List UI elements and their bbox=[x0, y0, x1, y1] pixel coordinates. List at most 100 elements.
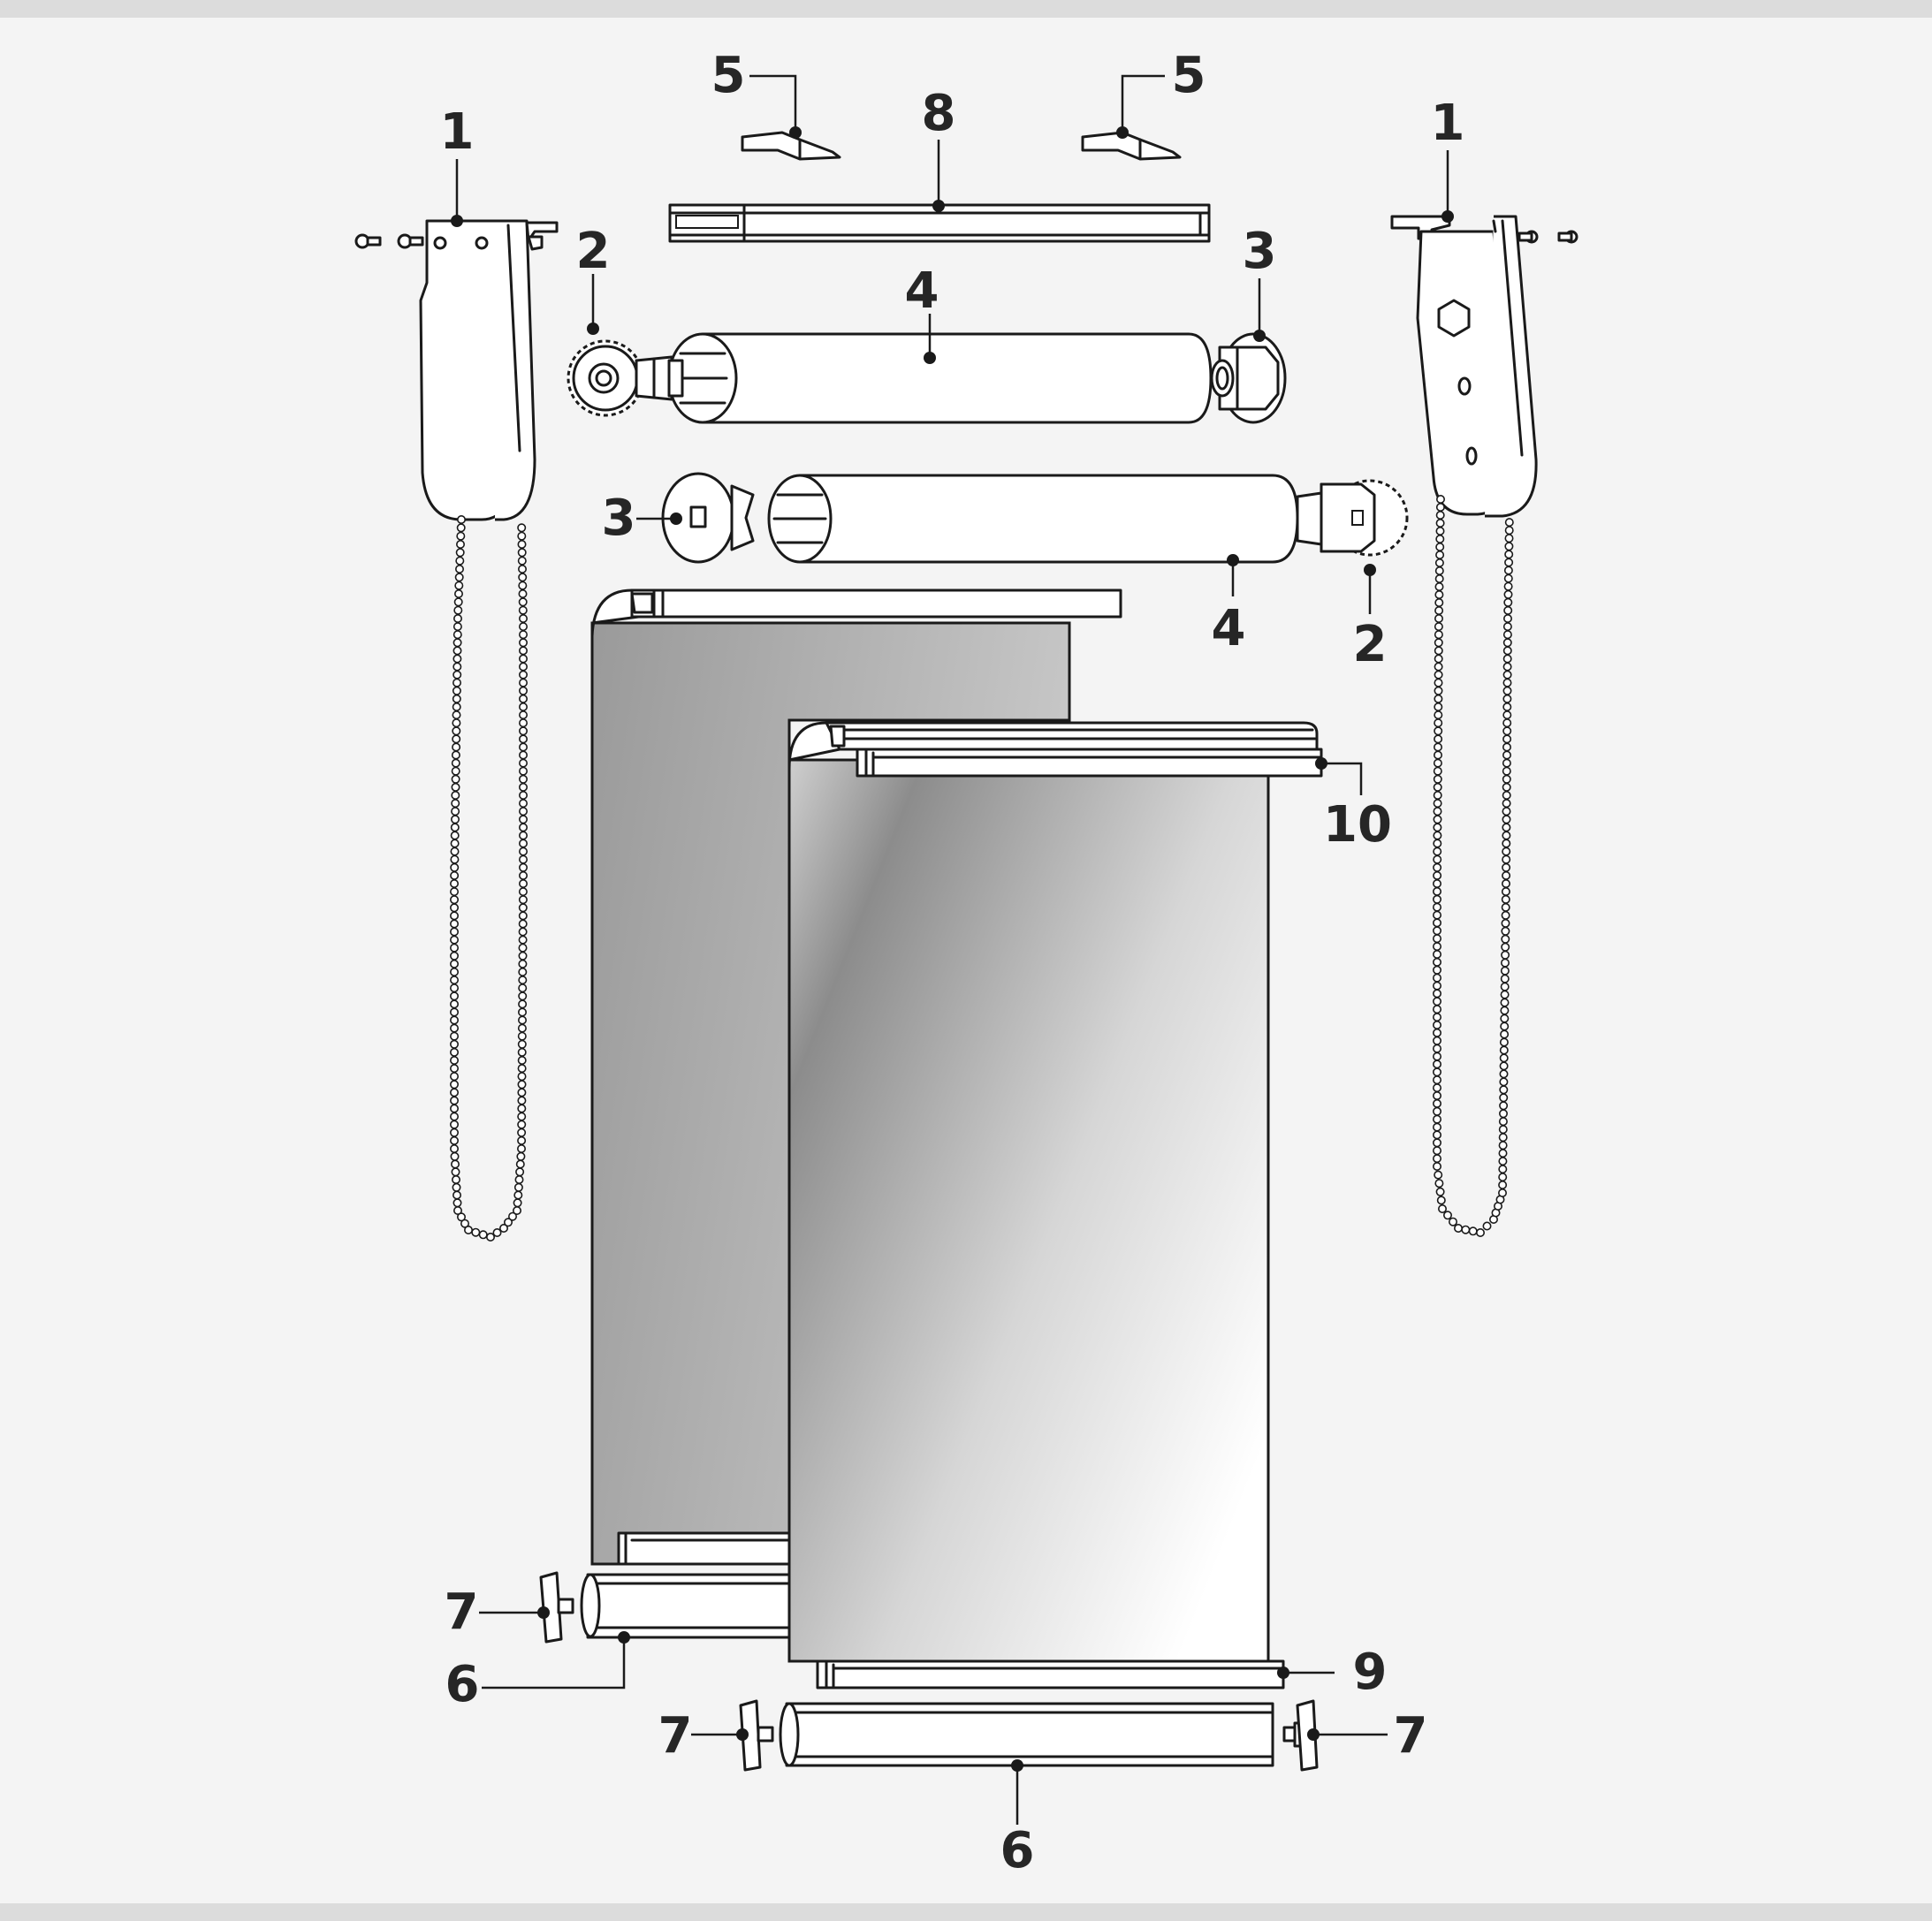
callout-label-clip-left: 5 bbox=[711, 47, 746, 104]
chain-bead bbox=[1502, 662, 1512, 672]
chain-bead bbox=[1501, 958, 1510, 968]
chain-bead bbox=[507, 1211, 517, 1221]
chain-bead bbox=[518, 823, 528, 832]
chain-bead bbox=[1498, 1117, 1508, 1127]
chain-bead bbox=[518, 581, 528, 590]
chain-bead bbox=[450, 839, 460, 848]
chain-bead bbox=[1504, 526, 1514, 535]
chain-bead bbox=[1500, 998, 1510, 1007]
callout-leaders bbox=[451, 74, 1454, 1825]
chain-bead bbox=[518, 638, 528, 648]
chain-bead bbox=[1433, 1083, 1442, 1093]
chain-bead bbox=[1434, 750, 1443, 760]
chain-bead bbox=[1468, 1226, 1478, 1236]
chain-bead bbox=[449, 951, 459, 960]
chain-bead bbox=[1498, 1181, 1508, 1190]
chain-bead bbox=[1435, 534, 1445, 543]
callout-label-end-cap-front-left: 7 bbox=[658, 1707, 693, 1765]
chain-bead bbox=[1433, 766, 1442, 776]
chain-bead bbox=[1433, 878, 1442, 888]
chain-bead bbox=[1433, 981, 1442, 991]
chain-bead bbox=[449, 1064, 459, 1074]
chain-bead bbox=[517, 531, 527, 541]
chain-bead bbox=[1434, 597, 1444, 607]
chain-bead bbox=[518, 919, 528, 929]
chain-bead bbox=[516, 1144, 526, 1154]
chain-bead bbox=[1502, 694, 1512, 703]
chain-bead bbox=[453, 1198, 462, 1208]
chain-bead bbox=[1435, 518, 1445, 528]
chain-bead bbox=[451, 799, 460, 809]
chain-bead bbox=[1434, 646, 1443, 656]
chain-bead bbox=[478, 1230, 488, 1240]
chain-bead bbox=[518, 935, 528, 945]
chain-bead bbox=[451, 758, 460, 768]
chain-bead bbox=[1433, 1036, 1442, 1045]
chain-bead bbox=[517, 1023, 527, 1033]
bracket-right bbox=[1390, 215, 1578, 518]
chain-bead bbox=[1433, 1059, 1442, 1069]
chain-bead bbox=[449, 1112, 459, 1121]
end-plug-bottom bbox=[661, 472, 755, 564]
chain-bead bbox=[1501, 942, 1510, 952]
chain-bead bbox=[1502, 862, 1511, 872]
chain-bead bbox=[1434, 566, 1444, 575]
chain-bead bbox=[451, 1175, 460, 1185]
chain-bead bbox=[453, 588, 463, 598]
chain-bead bbox=[449, 943, 459, 953]
chain-bead bbox=[517, 1112, 527, 1121]
chain-bead bbox=[1433, 854, 1442, 864]
chain-bead bbox=[1434, 734, 1443, 744]
chain-bead bbox=[1434, 718, 1443, 728]
screw-left-1 bbox=[354, 233, 382, 249]
chain-bead bbox=[1435, 526, 1445, 535]
chain-bead bbox=[1433, 989, 1442, 998]
chain-bead bbox=[449, 1128, 459, 1137]
chain-bead bbox=[518, 943, 528, 953]
chain-bead bbox=[1433, 1044, 1442, 1053]
chain-bead bbox=[518, 991, 528, 1001]
bottom-rail-front bbox=[779, 1702, 1274, 1767]
chain-bead bbox=[1501, 910, 1510, 920]
chain-bead bbox=[450, 823, 460, 832]
chain-bead bbox=[1461, 1225, 1471, 1234]
chain-bead bbox=[517, 1096, 527, 1105]
chain-bead bbox=[453, 654, 462, 664]
chain-bead bbox=[516, 1151, 526, 1161]
chain-bead bbox=[1433, 886, 1442, 896]
chain-bead bbox=[452, 710, 461, 720]
chain-bead bbox=[1434, 558, 1444, 567]
chain-bead bbox=[452, 726, 461, 736]
chain-bead bbox=[456, 514, 466, 524]
bottom-frame-band bbox=[0, 1903, 1932, 1921]
chain-bead bbox=[518, 927, 528, 937]
chain-bead bbox=[518, 686, 528, 695]
top-frame-band bbox=[0, 0, 1932, 18]
chain-bead bbox=[1502, 758, 1511, 768]
chain-bead bbox=[1433, 902, 1442, 912]
chain-bead bbox=[518, 597, 528, 607]
chain-bead bbox=[450, 1151, 460, 1161]
chain-bead bbox=[1502, 790, 1511, 800]
chain-bead bbox=[503, 1218, 513, 1227]
chain-bead bbox=[1433, 807, 1442, 816]
chain-bead bbox=[453, 670, 462, 680]
clip-left bbox=[741, 131, 841, 161]
end-cap-front-right bbox=[1282, 1699, 1319, 1772]
chain-bead bbox=[1502, 638, 1512, 648]
chain-bead bbox=[518, 983, 528, 993]
top-profile bbox=[856, 748, 1323, 778]
chain-bead bbox=[453, 1206, 462, 1216]
chain-bead bbox=[450, 1159, 460, 1169]
chain-bead bbox=[517, 1104, 527, 1113]
chain-bead bbox=[1433, 1154, 1442, 1164]
chain-bead bbox=[1433, 1021, 1442, 1030]
chain-bead bbox=[518, 718, 528, 728]
chain-bead bbox=[1433, 997, 1442, 1006]
chain-bead bbox=[1482, 1221, 1492, 1231]
bead-chain-right bbox=[1433, 494, 1514, 1238]
end-plug-top bbox=[1210, 332, 1287, 424]
chain-bead bbox=[450, 847, 460, 856]
chain-bead bbox=[454, 573, 464, 582]
chain-bead bbox=[1502, 734, 1512, 744]
